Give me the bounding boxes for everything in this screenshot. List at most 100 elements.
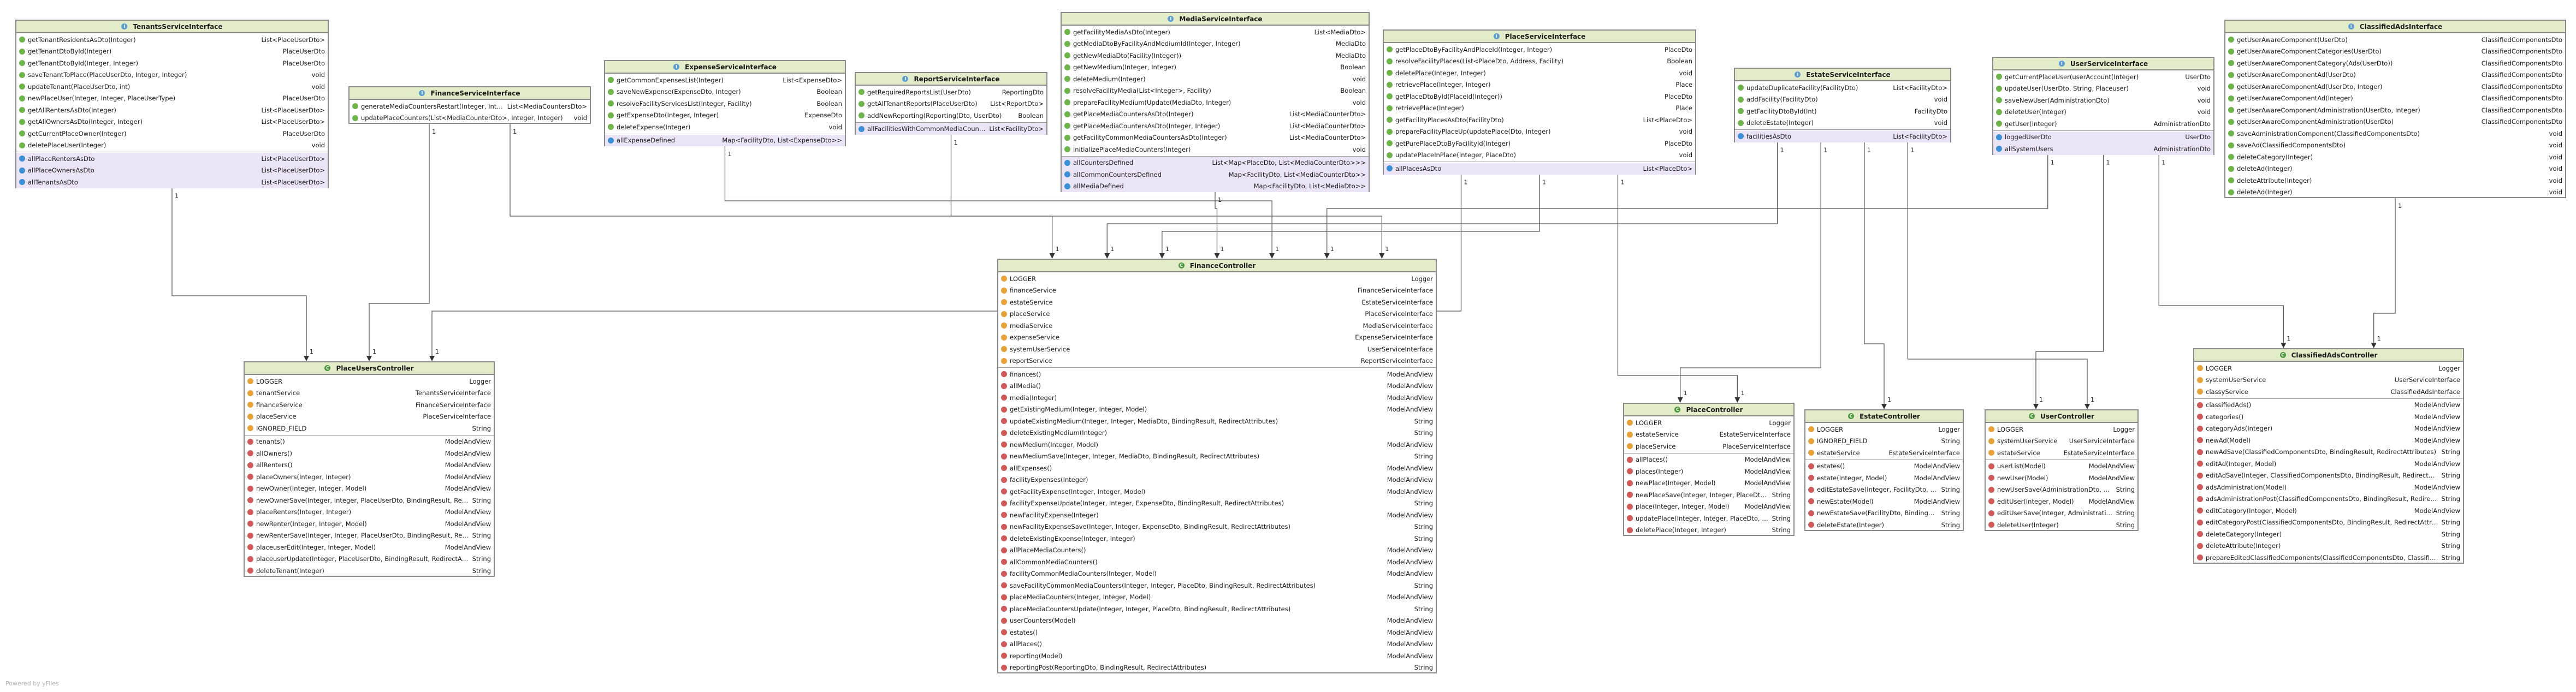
method-row[interactable]: editAdSave(Integer, ClassifiedComponents… <box>2194 470 2463 482</box>
method-row[interactable]: deletePlaceUser(Integer)void <box>16 140 328 152</box>
method-row[interactable]: placeuserEdit(Integer, Integer, Model)Mo… <box>245 541 494 553</box>
method-row[interactable]: getUserAwareComponentAd(UserDto)Classifi… <box>2225 69 2565 81</box>
method-row[interactable]: addFacility(FacilityDto)void <box>1735 94 1950 106</box>
method-row[interactable]: allOwners()ModelAndView <box>245 448 494 460</box>
method-row[interactable]: adsAdministration(Model)ModelAndView <box>2194 481 2463 493</box>
method-row[interactable]: deleteExistingExpense(Integer, Integer)S… <box>998 533 1436 545</box>
method-row[interactable]: getUserAwareComponent(UserDto)Classified… <box>2225 34 2565 46</box>
method-row[interactable]: newFacilityExpense(Integer)ModelAndView <box>998 509 1436 521</box>
method-row[interactable]: resolveFacilityMedia(List<Integer>, Faci… <box>1062 85 1369 97</box>
method-row[interactable]: getPlaceDtoByFacilityAndPlaceId(Integer,… <box>1384 44 1695 56</box>
method-row[interactable]: newPlaceUser(Integer, Integer, PlaceUser… <box>16 93 328 105</box>
method-row[interactable]: newPlace(Integer, Model)ModelAndView <box>1624 478 1793 490</box>
method-row[interactable]: updateTenant(PlaceUserDto, int)void <box>16 81 328 93</box>
method-row[interactable]: getRequiredReportsList(UserDto)Reporting… <box>856 86 1046 98</box>
method-row[interactable]: newRenter(Integer, Integer, Model)ModelA… <box>245 518 494 530</box>
method-row[interactable]: getNewMediaDto(Facility(Integer))MediaDt… <box>1062 50 1369 62</box>
method-row[interactable]: getMediaDtoByFacilityAndMediumId(Integer… <box>1062 38 1369 50</box>
method-row[interactable]: newUser(Model)ModelAndView <box>1986 472 2137 484</box>
method-row[interactable]: placeOwners(Integer, Integer)ModelAndVie… <box>245 471 494 483</box>
method-row[interactable]: prepareEditedClassifiedComponents(Classi… <box>2194 552 2463 564</box>
method-row[interactable]: resolveFacilityPlaces(List<PlaceDto, Add… <box>1384 56 1695 68</box>
method-row[interactable]: getUserAwareComponentCategories(UserDto)… <box>2225 46 2565 58</box>
method-row[interactable]: deleteMedium(Integer)void <box>1062 73 1369 85</box>
method-row[interactable]: userList(Model)ModelAndView <box>1986 461 2137 473</box>
method-row[interactable]: getFacilityDtoById(Int)FacilityDto <box>1735 105 1950 117</box>
method-row[interactable]: getPlaceDtoById(PlaceId(Integer))PlaceDt… <box>1384 91 1695 103</box>
method-row[interactable]: initializePlaceMediaCounters(Integer)voi… <box>1062 144 1369 156</box>
method-row[interactable]: getUser(Integer)AdministrationDto <box>1993 118 2213 130</box>
method-row[interactable]: finances()ModelAndView <box>998 368 1436 380</box>
method-row[interactable]: facilityCommonMediaCounters(Integer, Mod… <box>998 568 1436 580</box>
method-row[interactable]: categoryAds(Integer)ModelAndView <box>2194 423 2463 435</box>
method-row[interactable]: saveAd(ClassifiedComponentsDto)void <box>2225 140 2565 152</box>
method-row[interactable]: newOwnerSave(Integer, Integer, PlaceUser… <box>245 494 494 506</box>
method-row[interactable]: newMediumSave(Integer, Integer, MediaDto… <box>998 451 1436 463</box>
method-row[interactable]: getCommonExpensesList(Integer)List<Expen… <box>605 74 845 86</box>
method-row[interactable]: estates()ModelAndView <box>998 627 1436 639</box>
method-row[interactable]: deletePlace(Integer, Integer)void <box>1384 67 1695 79</box>
method-row[interactable]: deleteEstate(Integer)void <box>1735 117 1950 129</box>
method-row[interactable]: saveNewExpense(ExpenseDto, Integer)Boole… <box>605 86 845 98</box>
method-row[interactable]: prepareFacilityPlaceUp(updatePlace(Dto, … <box>1384 126 1695 138</box>
method-row[interactable]: newMedium(Integer, Model)ModelAndView <box>998 439 1436 451</box>
method-row[interactable]: deleteAttribute(Integer)String <box>2194 540 2463 552</box>
method-row[interactable]: places(Integer)ModelAndView <box>1624 466 1793 478</box>
method-row[interactable]: allExpenses()ModelAndView <box>998 462 1436 474</box>
method-row[interactable]: updatePlaceCounters(List<MediaCounterDto… <box>350 112 590 124</box>
method-row[interactable]: getUserAwareComponentAd(UserDto, Integer… <box>2225 81 2565 93</box>
method-row[interactable]: addNewReporting(Reporting(Dto, UserDto)B… <box>856 110 1046 122</box>
method-row[interactable]: allPlaceMediaCounters()ModelAndView <box>998 545 1436 557</box>
method-row[interactable]: deleteExpense(Integer)void <box>605 121 845 133</box>
method-row[interactable]: getFacilityCommonMediaCountersAsDto(Inte… <box>1062 132 1369 144</box>
method-row[interactable]: newRenterSave(Integer, Integer, PlaceUse… <box>245 530 494 542</box>
method-row[interactable]: prepareFacilityMedium(Update(MediaDto, I… <box>1062 97 1369 109</box>
method-row[interactable]: getAllOwnersAsDto(Integer, Integer)List<… <box>16 116 328 128</box>
method-row[interactable]: classifiedAds()ModelAndView <box>2194 399 2463 411</box>
method-row[interactable]: getTenantDtoById(Integer, Integer)PlaceU… <box>16 57 328 69</box>
method-row[interactable]: newAdSave(ClassifiedComponentsDto, Bindi… <box>2194 446 2463 458</box>
method-row[interactable]: reportingPost(ReportingDto, BindingResul… <box>998 662 1436 674</box>
method-row[interactable]: getFacilityMediaAsDto(Integer)List<Media… <box>1062 26 1369 38</box>
method-row[interactable]: reporting(Model)ModelAndView <box>998 650 1436 662</box>
method-row[interactable]: editUser(Integer, Model)ModelAndView <box>1986 496 2137 508</box>
method-row[interactable]: newFacilityExpenseSave(Integer, Integer,… <box>998 521 1436 533</box>
method-row[interactable]: place(Integer, Integer, Model)ModelAndVi… <box>1624 501 1793 513</box>
method-row[interactable]: retrievePlace(Integer, Integer)Place <box>1384 79 1695 91</box>
method-row[interactable]: estates()ModelAndView <box>1805 461 1963 473</box>
method-row[interactable]: getUserAwareComponentCategory(Ads(UserDt… <box>2225 57 2565 69</box>
method-row[interactable]: getUserAwareComponentAdministration(User… <box>2225 104 2565 116</box>
method-row[interactable]: saveAdministrationComponent(ClassifiedCo… <box>2225 128 2565 140</box>
